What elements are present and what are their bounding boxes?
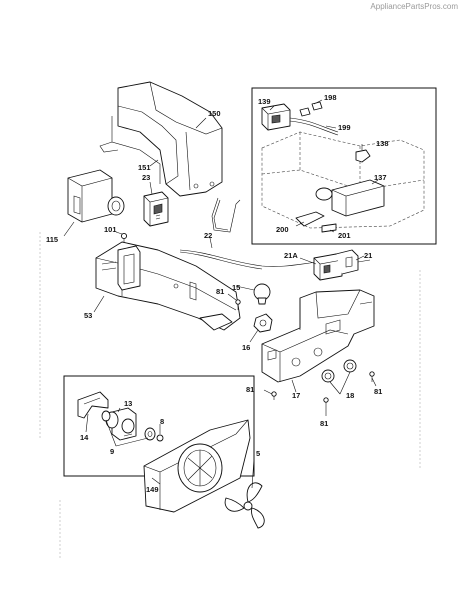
inset-box-fan <box>63 375 255 477</box>
callout-labels: 150 151 23 115 101 22 53 81 15 16 21A 21… <box>46 93 389 494</box>
part-housing-17[interactable] <box>261 289 375 383</box>
part-fan-motor-13[interactable] <box>105 407 137 441</box>
callout-138: 138 <box>376 139 389 148</box>
part-wire-22[interactable] <box>179 197 319 270</box>
part-switch-139[interactable] <box>261 103 291 131</box>
background-outline <box>39 232 421 560</box>
part-fan-shroud-149[interactable] <box>143 419 251 513</box>
callout-8: 8 <box>160 417 164 426</box>
part-spring-201[interactable] <box>321 223 337 233</box>
part-clip-198[interactable] <box>299 101 323 117</box>
part-screw-81-upper[interactable] <box>235 299 241 310</box>
part-lamp-15[interactable] <box>253 283 271 305</box>
callout-201: 201 <box>338 231 351 240</box>
callout-139: 139 <box>258 97 271 106</box>
callout-21: 21 <box>364 251 372 260</box>
part-fan-blade-5[interactable] <box>224 482 265 529</box>
callout-199: 199 <box>338 123 351 132</box>
callout-53: 53 <box>84 311 92 320</box>
callout-15: 15 <box>232 283 240 292</box>
inset-box-dispenser <box>251 87 437 245</box>
callout-137: 137 <box>374 173 387 182</box>
callout-23: 23 <box>142 173 150 182</box>
callout-16: 16 <box>242 343 250 352</box>
part-grommet-18[interactable] <box>321 359 357 383</box>
part-wire-199[interactable] <box>289 117 339 136</box>
part-screw-81-lower[interactable] <box>271 371 375 410</box>
callout-18: 18 <box>346 391 354 400</box>
callout-150: 150 <box>208 109 221 118</box>
part-bracket-53[interactable] <box>95 241 241 331</box>
part-nut-8[interactable] <box>156 434 164 442</box>
watermark-text: AppliancePartsPros.com <box>370 2 458 11</box>
callout-14: 14 <box>80 433 89 442</box>
callout-13: 13 <box>124 399 132 408</box>
part-socket-16[interactable] <box>253 313 273 333</box>
callout-81-upper: 81 <box>216 287 224 296</box>
callout-5: 5 <box>256 449 260 458</box>
part-auger-motor-115[interactable] <box>67 169 125 223</box>
part-bracket-138[interactable] <box>355 149 371 163</box>
callout-101: 101 <box>104 225 117 234</box>
part-bracket-14[interactable] <box>77 391 109 419</box>
callout-198: 198 <box>324 93 337 102</box>
callout-81-right: 81 <box>374 387 382 396</box>
leader-lines <box>63 99 379 489</box>
callout-17: 17 <box>292 391 300 400</box>
callout-151: 151 <box>138 163 151 172</box>
part-duct-150-151[interactable] <box>99 81 223 197</box>
callout-21A: 21A <box>284 251 298 260</box>
part-grommet-9[interactable] <box>101 410 156 441</box>
callout-149: 149 <box>146 485 159 494</box>
callout-81-left: 81 <box>246 385 254 394</box>
callout-9: 9 <box>110 447 114 456</box>
part-connector-21-21A[interactable] <box>313 249 371 281</box>
callout-22: 22 <box>204 231 212 240</box>
callout-200: 200 <box>276 225 289 234</box>
part-actuator-137[interactable] <box>315 179 385 217</box>
part-switch-23[interactable] <box>143 191 169 227</box>
callout-115: 115 <box>46 235 58 244</box>
callout-81-bottom: 81 <box>320 419 328 428</box>
